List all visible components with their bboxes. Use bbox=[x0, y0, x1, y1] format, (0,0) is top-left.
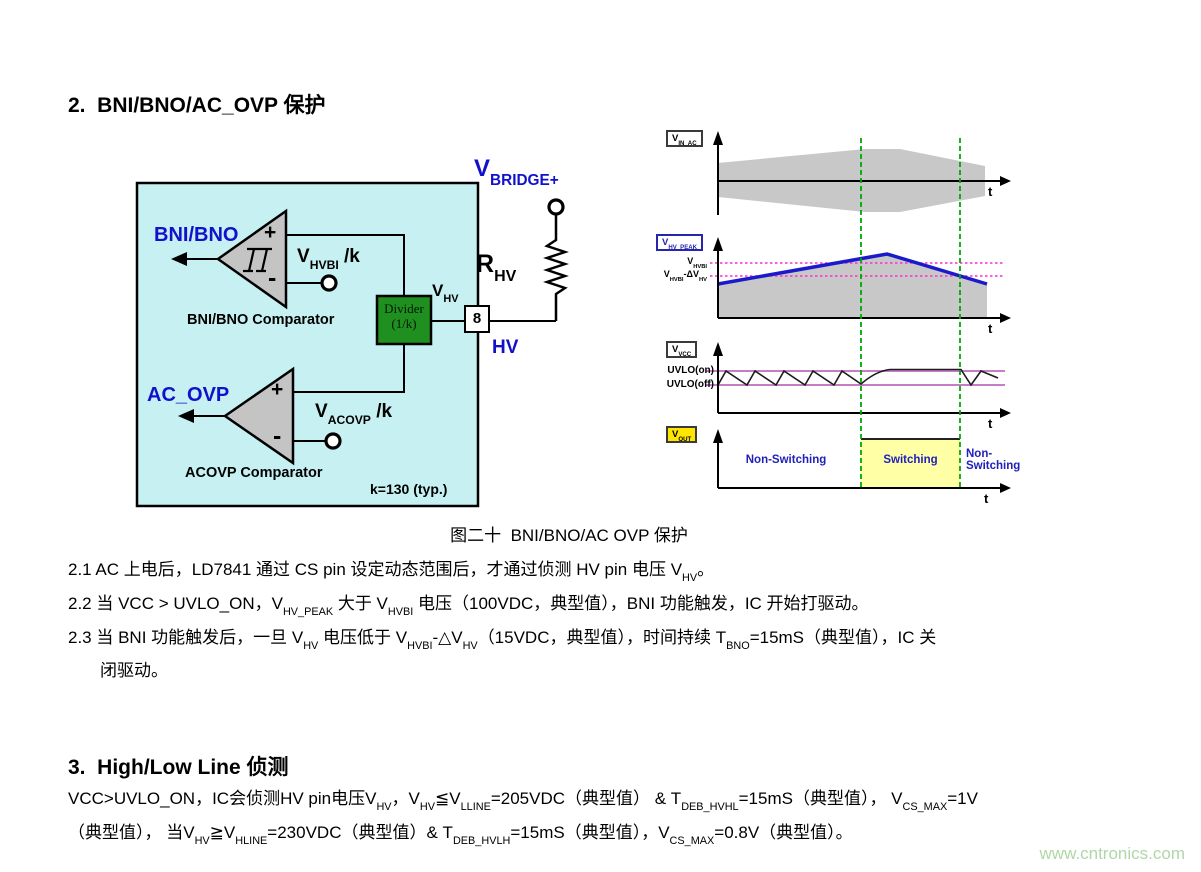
section3-line1: VCC>UVLO_ON，IC会侦测HV pin电压VHV，VHV≦VLLINE=… bbox=[68, 789, 978, 814]
vhv-peak-trace bbox=[717, 252, 988, 286]
switching-label: Switching bbox=[883, 454, 938, 466]
k-factor-note: k=130 (typ.) bbox=[370, 481, 448, 497]
paragraph-2-3-line1: 2.3 当 BNI 功能触发后，一旦 VHV 电压低于 VHVBI-△VHV（1… bbox=[68, 628, 937, 653]
vhvbi-ref-tick-label: VHVBI bbox=[687, 256, 707, 270]
vhvbi-minus-dv-tick-label: VHVBI-ΔVHV bbox=[663, 269, 707, 283]
non-switching-right-line2: Switching bbox=[966, 460, 1021, 472]
plot-vhv-peak bbox=[710, 237, 1011, 323]
figure-caption: 图二十 BNI/BNO/AC OVP 保护 bbox=[450, 526, 688, 545]
bni-minus-input-sign: - bbox=[268, 264, 277, 292]
acovp-output-label: AC_OVP bbox=[147, 384, 230, 406]
bni-output-label: BNI/BNO bbox=[154, 224, 239, 246]
t-axis-label-4: t bbox=[984, 491, 989, 506]
vcc-label-box: VVCC bbox=[666, 341, 698, 358]
acovp-comparator-caption: ACOVP Comparator bbox=[185, 465, 323, 481]
watermark: www.cntronics.com bbox=[1039, 844, 1185, 863]
hv-pin-name: HV bbox=[492, 337, 519, 358]
paragraph-2-3-line2: 闭驱动。 bbox=[100, 661, 168, 680]
vhvbi-terminal-icon bbox=[320, 274, 338, 292]
vout-label-box: VOUT bbox=[666, 426, 698, 443]
paragraph-2-2: 2.2 当 VCC > UVLO_ON，VHV_PEAK 大于 VHVBI 电压… bbox=[68, 594, 869, 619]
non-switching-right-label: Non- Switching bbox=[966, 448, 1046, 472]
acovp-comparator-symbol bbox=[222, 366, 295, 466]
section2-heading: 2. BNI/BNO/AC_OVP 保护 bbox=[68, 94, 326, 117]
vcc-trace bbox=[717, 368, 999, 387]
switching-region bbox=[861, 439, 960, 488]
t-axis-label-1: t bbox=[988, 184, 993, 199]
acovp-output-arrow bbox=[178, 409, 194, 423]
non-switching-right-line1: Non- bbox=[966, 448, 993, 460]
vhv-peak-label-box: VHV_PEAK bbox=[656, 234, 704, 251]
acovp-minus-input-sign: - bbox=[273, 422, 282, 450]
vin-ac-label-box: VIN_AC bbox=[666, 130, 703, 147]
divider-label-line1: Divider bbox=[384, 301, 424, 316]
bni-comparator-symbol bbox=[215, 208, 288, 310]
figure-artwork bbox=[135, 131, 1011, 508]
vhvbi-ref-label: VHVBI /k bbox=[297, 246, 360, 272]
vhv-node-label: VHV bbox=[432, 281, 459, 306]
uvlo-on-tick-label: UVLO(on) bbox=[667, 365, 714, 376]
section3-heading: 3. High/Low Line 侦测 bbox=[68, 756, 289, 779]
bni-comparator-caption: BNI/BNO Comparator bbox=[187, 312, 335, 328]
t-axis-label-3: t bbox=[988, 416, 993, 431]
vbridge-terminal-icon bbox=[547, 198, 565, 216]
plot-vcc bbox=[706, 342, 1011, 418]
divider-label: Divider (1/k) bbox=[377, 296, 431, 344]
divider-block bbox=[375, 294, 433, 346]
rhv-resistor-icon bbox=[543, 215, 569, 321]
bni-plus-input-sign: + bbox=[264, 221, 277, 244]
vbridge-label: VBRIDGE+ bbox=[474, 155, 559, 189]
acovp-plus-input-sign: + bbox=[271, 378, 284, 401]
paragraph-2-1: 2.1 AC 上电后，LD7841 通过 CS pin 设定动态范围后，才通过侦… bbox=[68, 560, 715, 585]
bni-output-arrow bbox=[171, 252, 187, 266]
vacovp-ref-label: VACOVP /k bbox=[315, 401, 393, 427]
divider-label-line2: (1/k) bbox=[391, 316, 417, 331]
section3-line2: （典型值）， 当VHV≧VHLINE=230VDC（典型值）& TDEB_HVL… bbox=[68, 823, 853, 848]
vacovp-terminal-icon bbox=[324, 432, 342, 450]
plot-vout bbox=[713, 429, 1011, 493]
hv-pin-number: 8 bbox=[464, 305, 490, 333]
uvlo-off-tick-label: UVLO(off) bbox=[666, 379, 714, 390]
rhv-label: RHV bbox=[476, 250, 517, 285]
plot-vin-ac bbox=[713, 131, 1011, 215]
circuit-wires bbox=[187, 234, 556, 442]
hysteresis-icon bbox=[243, 247, 272, 273]
t-axis-label-2: t bbox=[988, 321, 993, 336]
non-switching-left-label: Non-Switching bbox=[745, 454, 827, 466]
